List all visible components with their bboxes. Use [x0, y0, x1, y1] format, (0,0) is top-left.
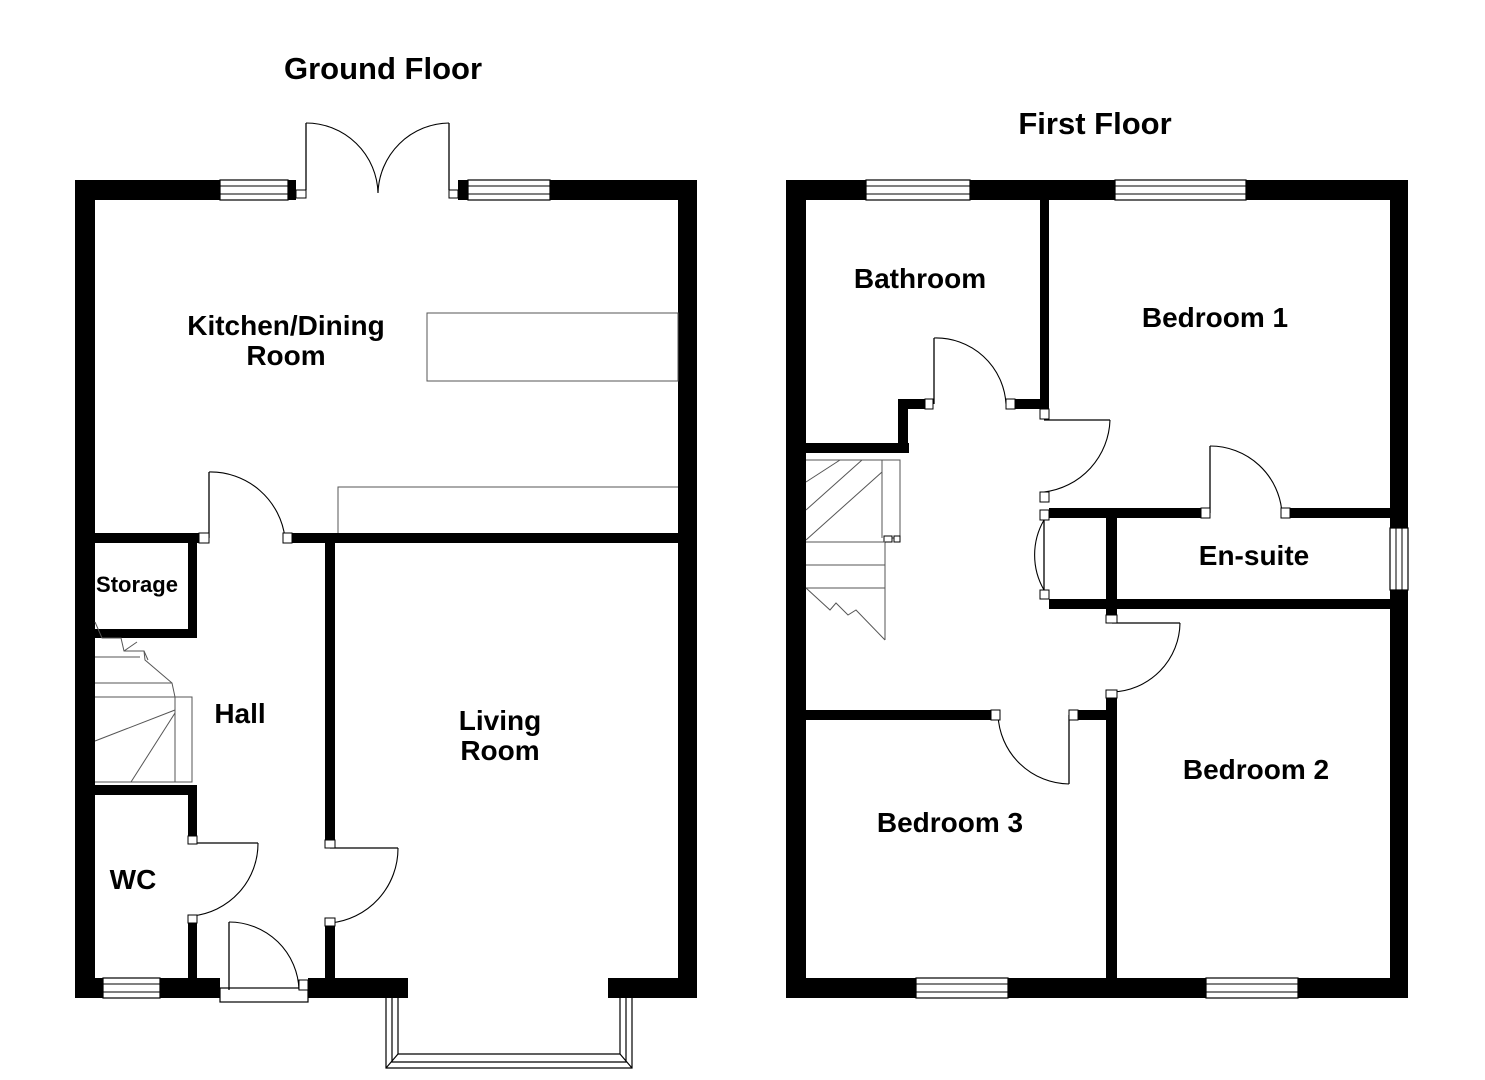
first-interior-walls — [806, 200, 1390, 978]
ground-windows — [102, 179, 633, 1069]
door-hall-kitchen — [198, 471, 293, 544]
first-stairs — [805, 459, 901, 641]
window-bedroom1 — [1114, 179, 1247, 201]
front-door — [219, 921, 309, 1003]
wc-label: WC — [110, 864, 157, 895]
first-windows — [865, 179, 1409, 999]
door-cupboard — [1034, 509, 1050, 600]
bedroom3-label: Bedroom 3 — [877, 807, 1023, 838]
window-bedroom3 — [915, 977, 1009, 999]
ground-floor-plan — [75, 122, 697, 1069]
first-outer-walls — [786, 180, 1408, 998]
first-doors — [924, 337, 1291, 785]
labels: Ground Floor First Floor Kitchen/Dining … — [96, 51, 1329, 895]
window-bathroom — [865, 179, 971, 201]
kitchen-dining-label-line1: Kitchen/Dining — [187, 310, 385, 341]
ground-outer-walls — [75, 180, 697, 998]
window-kitchen-right — [467, 179, 551, 201]
window-kitchen-left — [219, 179, 289, 201]
window-wc — [102, 977, 161, 999]
bedroom2-label: Bedroom 2 — [1183, 754, 1329, 785]
kitchen-fittings — [337, 312, 679, 533]
door-wc — [187, 835, 259, 924]
kitchen-dining-label-line2: Room — [246, 340, 325, 371]
bathroom-label: Bathroom — [854, 263, 986, 294]
door-living-room — [324, 839, 399, 927]
hall-label: Hall — [214, 698, 265, 729]
living-room-label-line1: Living — [459, 705, 541, 736]
living-room-label-line2: Room — [460, 735, 539, 766]
door-bedroom2 — [1105, 614, 1181, 699]
first-floor-plan — [786, 179, 1409, 999]
ground-floor-title: Ground Floor — [284, 51, 482, 86]
ground-interior-walls — [95, 533, 678, 978]
ground-doors — [187, 471, 399, 1003]
bay-window-living — [385, 998, 633, 1069]
first-floor-title: First Floor — [1018, 106, 1171, 141]
door-bedroom1 — [1039, 408, 1111, 503]
door-bathroom — [924, 337, 1016, 410]
window-ensuite — [1389, 527, 1409, 591]
door-ensuite — [1200, 445, 1291, 519]
french-doors-kitchen — [295, 122, 459, 199]
ensuite-label: En-suite — [1199, 540, 1309, 571]
bedroom1-label: Bedroom 1 — [1142, 302, 1288, 333]
ground-stairs — [94, 621, 193, 783]
door-bedroom3 — [990, 709, 1079, 785]
storage-label: Storage — [96, 572, 178, 597]
window-bedroom2 — [1205, 977, 1299, 999]
